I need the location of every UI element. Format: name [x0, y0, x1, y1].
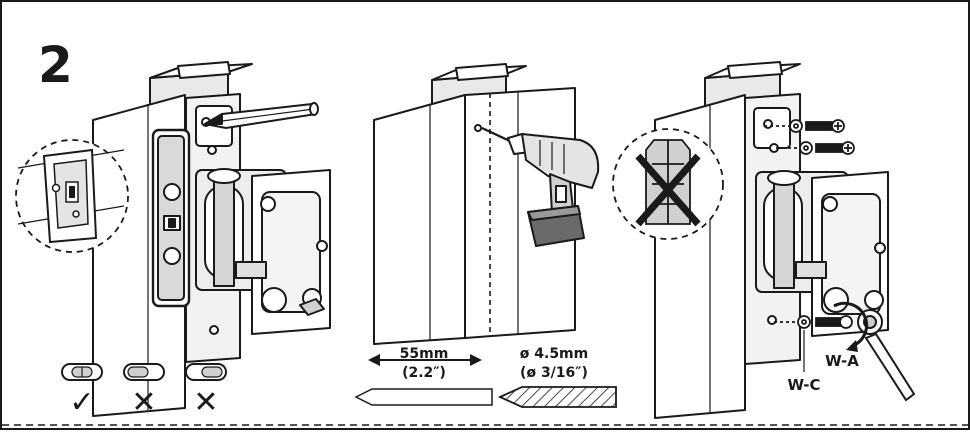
drill-bit-icon — [497, 386, 617, 408]
washer-label: W-C — [787, 376, 820, 394]
step-number: 2 — [38, 36, 73, 94]
depth-imperial: (2.2″) — [402, 365, 446, 381]
marking-scene — [92, 61, 331, 417]
depth-dimension: 55mm (2.2″) — [368, 346, 482, 381]
drill-icon — [481, 127, 600, 247]
level-tilted-left — [123, 363, 165, 381]
bottom-fixing — [774, 315, 853, 329]
cross-mark-left: ✕ — [131, 386, 156, 419]
check-mark: ✓ — [69, 386, 94, 419]
screw-icon — [764, 119, 855, 155]
rotate-arrow-icon — [833, 301, 869, 352]
wrench-label: W-A — [825, 352, 859, 370]
depth-gauge — [354, 388, 493, 406]
level-correct — [61, 363, 103, 381]
bit-imperial: (ø 3/16″) — [520, 365, 588, 381]
fixing-scene — [654, 61, 889, 419]
no-wall-plug-bubble — [612, 128, 724, 240]
depth-metric: 55mm — [400, 346, 449, 362]
level-tilted-right — [185, 363, 227, 381]
level-detail-bubble — [15, 139, 129, 253]
cross-mark-right: ✕ — [193, 386, 218, 419]
pencil-icon — [204, 102, 319, 129]
bit-metric: ø 4.5mm — [520, 346, 588, 362]
